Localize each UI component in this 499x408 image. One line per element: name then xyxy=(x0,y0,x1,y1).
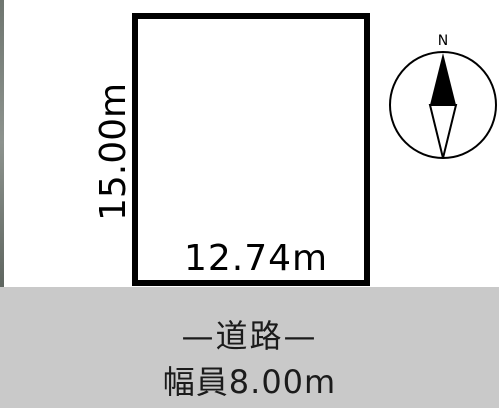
compass-north-label: N xyxy=(438,33,448,49)
north-arrow-icon: N xyxy=(389,33,497,159)
compass-north-needle xyxy=(430,53,456,105)
road-area xyxy=(0,287,499,408)
road-title: —道路— xyxy=(181,317,318,355)
photo-edge-strip xyxy=(0,0,4,408)
lot-width-dimension: 12.74m xyxy=(184,238,329,279)
compass-south-needle xyxy=(428,104,458,159)
lot-outline xyxy=(132,13,370,286)
lot-depth-dimension: 15.00m xyxy=(93,82,134,221)
road-width-label: 幅員8.00m xyxy=(162,363,337,401)
